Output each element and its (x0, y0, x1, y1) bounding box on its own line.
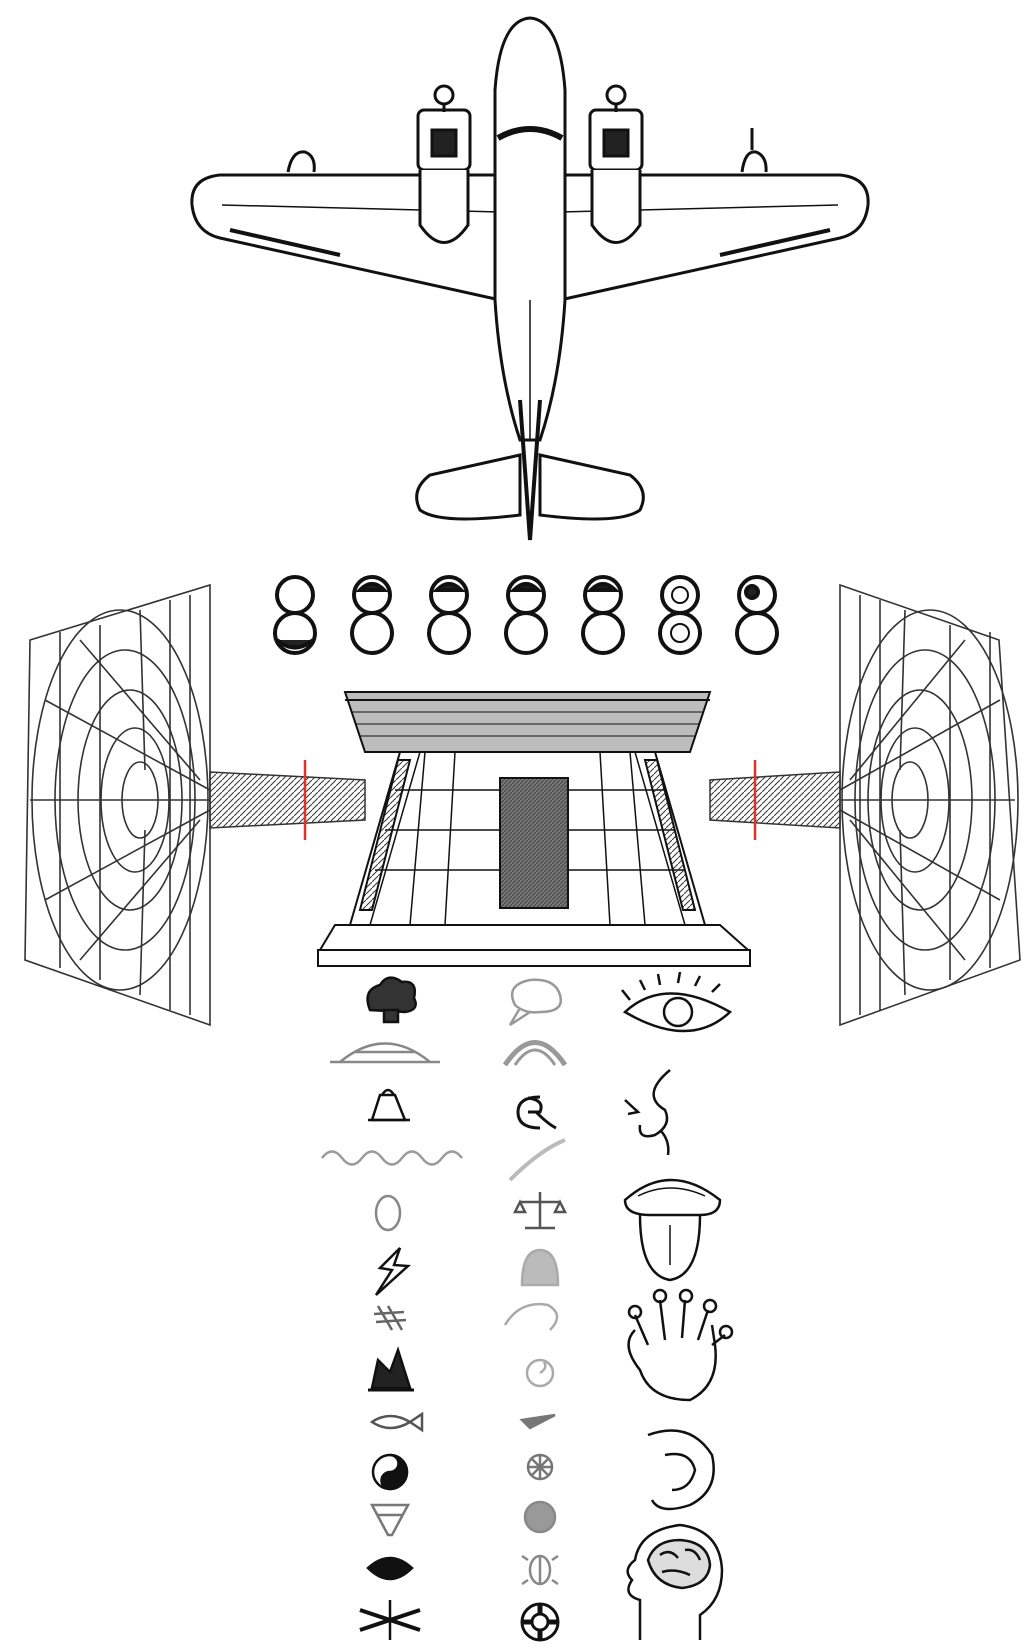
eye-icon (622, 972, 730, 1031)
figure-eight-1 (275, 577, 315, 653)
temple-base (320, 925, 748, 950)
rainbow-icon (505, 1043, 565, 1066)
brain-head-icon (628, 1525, 722, 1640)
left-tube (210, 760, 365, 840)
right-warped-grid (840, 585, 1020, 1025)
figure-eight-4 (506, 577, 546, 653)
mouth-icon (625, 1180, 720, 1280)
tail-plane (417, 455, 520, 519)
funnel-icon (372, 1505, 408, 1535)
lightning-icon (376, 1248, 408, 1295)
yin-yang-icon (373, 1455, 407, 1489)
hash-icon (374, 1306, 406, 1330)
flame-icon (368, 1350, 414, 1390)
temple-door (500, 778, 568, 908)
symbols-column-signs (505, 980, 565, 1640)
brain-cloud-icon (368, 978, 416, 1022)
airplane-icon (192, 18, 868, 540)
figure-eight-2 (352, 577, 392, 653)
beetle-icon (522, 1556, 558, 1584)
hook-icon (505, 1304, 557, 1330)
bird-icon (522, 1415, 555, 1428)
ear-icon (648, 1431, 714, 1510)
life-ring-icon (522, 1604, 558, 1640)
fish-icon (372, 1414, 422, 1430)
egg-icon (376, 1196, 400, 1230)
spiral-icon (527, 1360, 553, 1386)
snowflake-icon (528, 1455, 552, 1479)
figure-eight-3 (429, 577, 469, 653)
bell-jar-icon (522, 1250, 558, 1285)
figure-eight-row (275, 577, 777, 653)
ce-ligature-icon (518, 1097, 556, 1128)
bell-icon (368, 1090, 410, 1120)
feather-icon (510, 1140, 565, 1180)
figure-eight-7 (737, 577, 777, 653)
nose-icon (625, 1070, 670, 1155)
hill-icon (330, 1044, 440, 1063)
symbols-column-elements (322, 978, 462, 1640)
left-warped-grid (25, 585, 210, 1025)
hand-icon (629, 1290, 732, 1400)
speech-cloud-icon (510, 980, 561, 1025)
figure-eight-6 (660, 577, 700, 653)
dragonfly-icon (360, 1600, 420, 1640)
figure-eight-5 (583, 577, 623, 653)
symbols-column-senses (622, 972, 732, 1640)
right-tube (710, 760, 840, 840)
left-engine (418, 86, 470, 243)
balance-scale-icon (515, 1192, 565, 1228)
eye-blot-icon (368, 1558, 412, 1579)
temple-icon (318, 692, 750, 966)
sphere-icon (525, 1502, 555, 1532)
wave-icon (322, 1152, 462, 1165)
right-engine (590, 86, 642, 243)
